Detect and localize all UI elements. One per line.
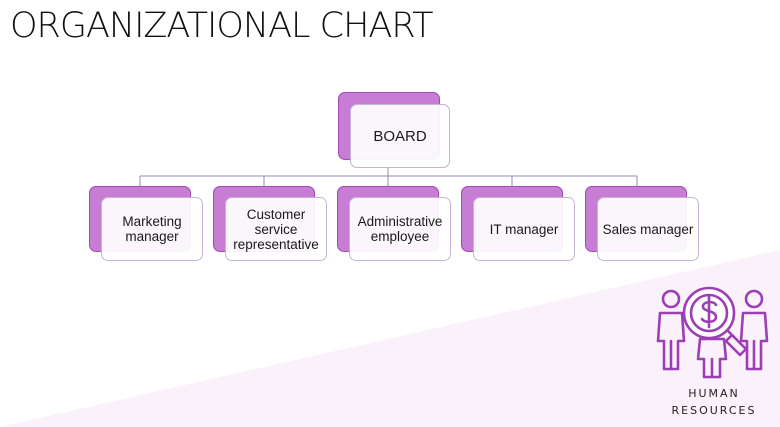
board-label: BOARD bbox=[373, 127, 427, 145]
department-label: Administrative employee bbox=[357, 214, 443, 244]
human-resources-caption: HUMAN RESOURCES bbox=[652, 385, 776, 419]
node-front: Sales manager bbox=[597, 197, 699, 261]
human-resources-icon bbox=[656, 286, 769, 379]
caption-line-2: RESOURCES bbox=[671, 404, 757, 417]
department-label: Customer service representative bbox=[233, 206, 319, 252]
board-node-front: BOARD bbox=[350, 104, 450, 168]
page-title: ORGANIZATIONAL CHART bbox=[10, 6, 433, 46]
department-label: Marketing manager bbox=[122, 214, 182, 244]
caption-line-1: HUMAN bbox=[688, 387, 740, 400]
human-resources-logo: HUMAN RESOURCES bbox=[652, 283, 776, 423]
department-label: Sales manager bbox=[602, 221, 694, 237]
node-front: Marketing manager bbox=[101, 197, 203, 261]
node-front: Administrative employee bbox=[349, 197, 451, 261]
department-label: IT manager bbox=[489, 221, 559, 237]
node-front: Customer service representative bbox=[225, 197, 327, 261]
node-front: IT manager bbox=[473, 197, 575, 261]
